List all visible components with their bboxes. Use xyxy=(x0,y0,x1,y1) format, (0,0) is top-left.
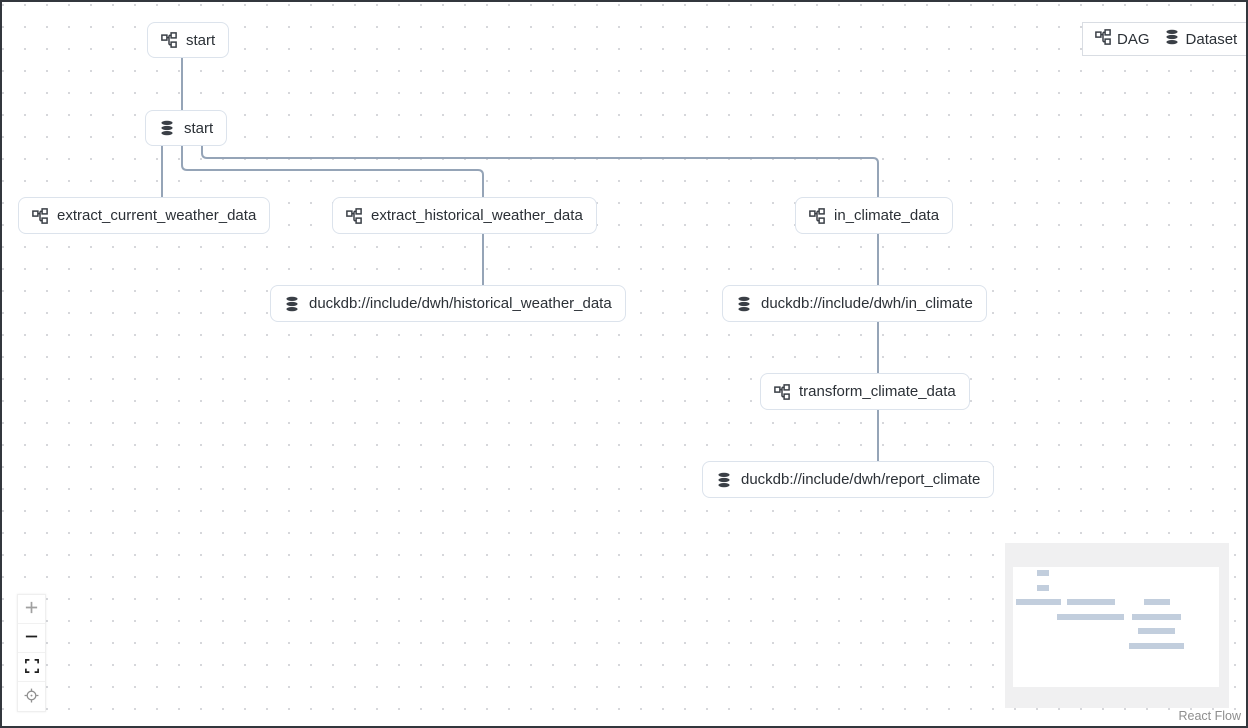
zoom-in-button[interactable] xyxy=(18,595,45,624)
dag-icon xyxy=(161,32,177,48)
graph-node-ds_in_climate[interactable]: duckdb://include/dwh/in_climate xyxy=(722,285,987,322)
node-label: duckdb://include/dwh/historical_weather_… xyxy=(309,295,612,312)
legend-item-dag: DAG xyxy=(1095,29,1150,49)
dag-icon xyxy=(774,383,790,400)
minimap-node-extract_hist xyxy=(1067,599,1115,606)
legend-label: Dataset xyxy=(1185,30,1238,48)
dataset-icon xyxy=(716,472,732,488)
node-label: start xyxy=(186,31,216,49)
minimap-node-start_dag xyxy=(1036,570,1049,577)
minus-icon xyxy=(24,629,39,647)
edge-start_ds-to-in_climate xyxy=(201,146,879,197)
graph-node-start_dag[interactable]: start xyxy=(147,22,230,58)
graph-node-ds_hist[interactable]: duckdb://include/dwh/historical_weather_… xyxy=(270,285,626,322)
edge-start_ds-to-extract_hist xyxy=(181,146,484,197)
node-label: duckdb://include/dwh/report_climate xyxy=(741,471,981,488)
dag-icon xyxy=(346,207,362,224)
legend-panel: DAG Dataset xyxy=(1082,22,1246,56)
legend-label: DAG xyxy=(1117,30,1150,48)
dag-icon xyxy=(1095,29,1111,49)
graph-node-ds_report[interactable]: duckdb://include/dwh/report_climate xyxy=(702,461,995,498)
dataset-icon xyxy=(159,120,175,136)
node-label: extract_historical_weather_data xyxy=(371,207,583,224)
dag-icon xyxy=(809,207,825,224)
graph-node-in_climate[interactable]: in_climate_data xyxy=(795,197,954,234)
minimap-node-start_ds xyxy=(1036,584,1049,591)
minimap-node-in_climate xyxy=(1143,599,1171,606)
minimap-node-extract_current xyxy=(1015,599,1061,606)
fit-view-icon xyxy=(24,658,39,676)
graph-node-extract_current[interactable]: extract_current_weather_data xyxy=(18,197,271,234)
dag-icon xyxy=(32,207,48,224)
minimap-node-ds_in_climate xyxy=(1131,613,1181,620)
minimap-node-ds_report xyxy=(1128,642,1184,649)
graph-node-transform[interactable]: transform_climate_data xyxy=(760,373,970,410)
canvas-controls xyxy=(17,594,46,712)
node-label: transform_climate_data xyxy=(799,383,956,400)
fit-view-button[interactable] xyxy=(18,653,45,682)
crosshair-icon xyxy=(24,688,39,706)
plus-icon xyxy=(24,600,39,618)
node-label: in_climate_data xyxy=(834,207,940,224)
node-label: start xyxy=(184,119,214,137)
dataset-icon xyxy=(736,296,752,312)
node-label: duckdb://include/dwh/in_climate xyxy=(761,295,973,312)
legend-item-dataset: Dataset xyxy=(1164,29,1238,49)
minimap-node-transform xyxy=(1138,628,1176,635)
focus-button[interactable] xyxy=(18,682,45,711)
dataset-icon xyxy=(284,296,300,312)
minimap-node-ds_hist xyxy=(1057,613,1124,620)
node-label: extract_current_weather_data xyxy=(57,207,257,224)
graph-node-start_ds[interactable]: start xyxy=(145,110,228,146)
graph-node-extract_hist[interactable]: extract_historical_weather_data xyxy=(332,197,597,234)
dataset-icon xyxy=(1164,29,1180,49)
attribution-label: React Flow xyxy=(1178,709,1241,723)
zoom-out-button[interactable] xyxy=(18,624,45,653)
minimap[interactable] xyxy=(1005,543,1229,708)
